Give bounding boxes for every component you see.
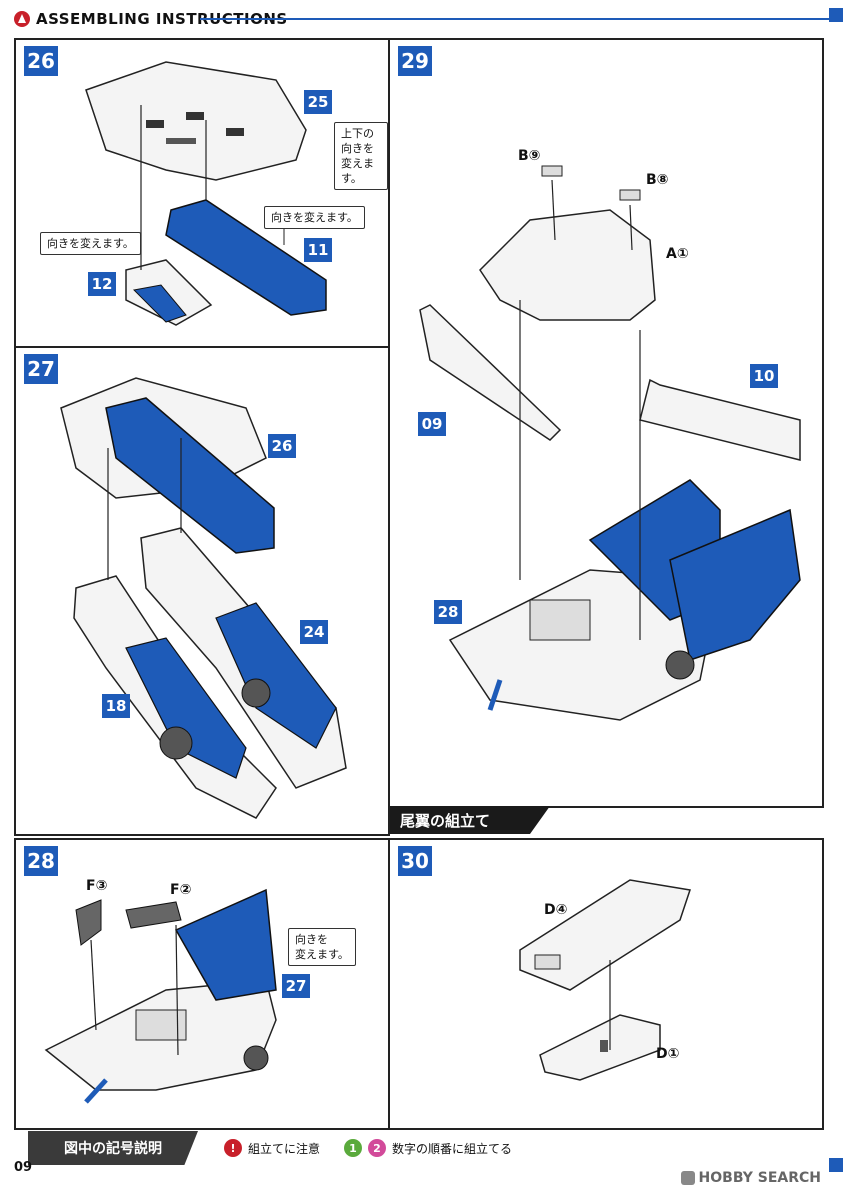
watermark: HOBBY SEARCH xyxy=(680,1170,821,1186)
callout-text: 変えます。 xyxy=(341,157,374,185)
callout-change-direction: 向きを変えます。 xyxy=(40,232,141,255)
legend-caution: ! 組立てに注意 xyxy=(224,1139,320,1157)
step-number: 29 xyxy=(398,46,432,76)
part-tag-18: 18 xyxy=(102,694,130,718)
part-label-d4: D④ xyxy=(544,902,568,918)
part-tag-11: 11 xyxy=(304,238,332,262)
step-number: 28 xyxy=(24,846,58,876)
page-number: 09 xyxy=(14,1160,33,1175)
step-30-panel: 30 D④ D① xyxy=(388,838,824,1130)
legend-caution-text: 組立てに注意 xyxy=(248,1141,321,1156)
caution-icon: ! xyxy=(224,1139,242,1157)
step-29-illustration xyxy=(419,165,801,721)
legend-title: 図中の記号説明 xyxy=(28,1131,198,1165)
section-title: 尾翼の組立て xyxy=(400,811,491,830)
step-29-panel: 29 B⑨ B⑧ A① 10 09 28 xyxy=(388,38,824,808)
watermark-text: HOBBY SEARCH xyxy=(698,1170,821,1186)
part-label-b9: B⑨ xyxy=(518,148,541,164)
step-30-illustration xyxy=(519,879,691,1081)
part-tag-25: 25 xyxy=(304,90,332,114)
part-tag-26: 26 xyxy=(268,434,296,458)
header-title: ASSEMBLING INSTRUCTIONS xyxy=(36,10,288,28)
order-2-icon: 2 xyxy=(368,1139,386,1157)
callout-text: 上下の向きを xyxy=(341,127,374,155)
callout-change-direction: 向きを変えます。 xyxy=(264,206,365,229)
symbol-legend: 図中の記号説明 ! 組立てに注意 1 2 数字の順番に組立てる xyxy=(14,1131,820,1165)
step-number: 27 xyxy=(24,354,58,384)
section-title-bar: 尾翼の組立て xyxy=(390,806,550,834)
part-label-a1: A① xyxy=(666,246,689,262)
part-tag-12: 12 xyxy=(88,272,116,296)
part-label-b8: B⑧ xyxy=(646,172,669,188)
callout-text: 変えます。 xyxy=(295,948,349,961)
part-tag-10: 10 xyxy=(750,364,778,388)
page-header: ASSEMBLING INSTRUCTIONS xyxy=(14,8,288,30)
part-label-d1: D① xyxy=(656,1046,680,1062)
legend-order: 1 2 数字の順番に組立てる xyxy=(344,1139,512,1157)
callout-flip-vertical: 上下の向きを 変えます。 xyxy=(334,122,388,190)
legend-order-text: 数字の順番に組立てる xyxy=(392,1141,513,1156)
footer-corner-tab xyxy=(829,1158,843,1172)
part-tag-28: 28 xyxy=(434,600,462,624)
part-tag-27: 27 xyxy=(282,974,310,998)
part-tag-24: 24 xyxy=(300,620,328,644)
order-1-icon: 1 xyxy=(344,1139,362,1157)
part-tag-09: 09 xyxy=(418,412,446,436)
step-number: 30 xyxy=(398,846,432,876)
header-corner-tab xyxy=(829,8,843,22)
part-label-f3: F③ xyxy=(86,878,108,894)
watermark-logo-icon xyxy=(680,1171,695,1185)
header-rule xyxy=(200,18,829,20)
brand-logo-icon xyxy=(14,11,30,27)
part-label-f2: F② xyxy=(170,882,192,898)
step-26-illustration xyxy=(85,61,327,326)
step-number: 26 xyxy=(24,46,58,76)
step-26-panel: 26 25 11 12 上下の向きを 変えます。 向きを変えます。 向きを変えま… xyxy=(14,38,390,348)
step-27-panel: 27 26 24 18 xyxy=(14,346,390,836)
callout-text: 向きを xyxy=(295,933,328,946)
step-28-panel: 28 F③ F② 27 向きを 変えます。 xyxy=(14,838,390,1130)
callout-change-direction: 向きを 変えます。 xyxy=(288,928,356,966)
step-27-illustration xyxy=(60,377,347,819)
step-28-illustration xyxy=(44,888,277,1104)
